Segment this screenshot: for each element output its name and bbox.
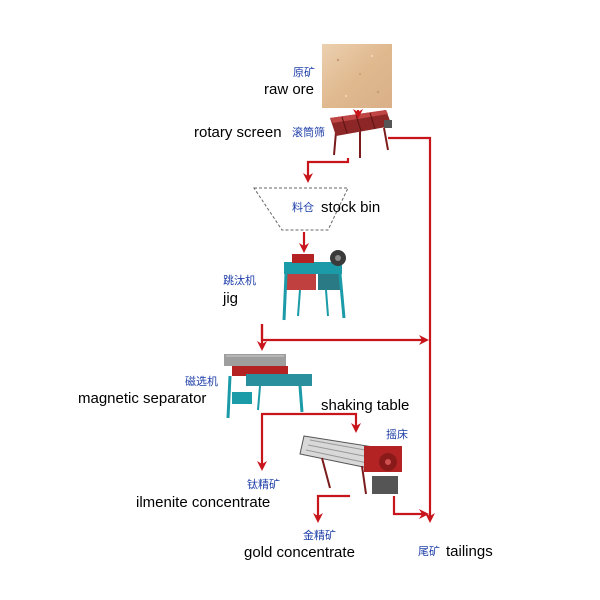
- arrow-jig-to-tailings: [260, 324, 429, 345]
- arrow-magnetic-to-ilmenite: [257, 412, 306, 471]
- raw-ore-image: [322, 44, 392, 108]
- ilmenite-concentrate-label-en: ilmenite concentrate: [136, 494, 271, 511]
- raw-ore-label-en: raw ore: [264, 81, 315, 98]
- gold-concentrate-label-en: gold concentrate: [244, 544, 355, 561]
- flow-arrows: [257, 109, 435, 523]
- jig-machine: [282, 250, 346, 321]
- shaking-table-label-en: shaking table: [321, 397, 410, 414]
- stock-bin-label-cn: 料仓: [292, 201, 314, 214]
- jig-label-en: jig: [223, 290, 239, 307]
- arrow-screen-to-tailings: [388, 136, 435, 523]
- tailings-label-en: tailings: [446, 543, 493, 560]
- stock-bin-label-en: stock bin: [321, 199, 381, 216]
- stock-bin-hopper: [253, 187, 349, 231]
- magnetic-separator-label-cn: 磁选机: [185, 375, 218, 388]
- shaking-table-label-cn: 摇床: [386, 428, 408, 441]
- rotary-screen-machine: [330, 110, 392, 158]
- tailings-label-cn: 尾矿: [418, 545, 440, 558]
- ilmenite-concentrate-label-cn: 钛精矿: [247, 478, 280, 491]
- jig-label-cn: 跳汰机: [223, 274, 256, 287]
- gold-concentrate-label-cn: 金精矿: [303, 529, 336, 542]
- shaking-table-machine: [299, 435, 402, 495]
- magnetic-separator-label-en: magnetic separator: [78, 390, 207, 407]
- arrow-screen-to-bin: [303, 158, 350, 183]
- raw-ore-label-cn: 原矿: [293, 66, 315, 79]
- magnetic-separator-machine: [224, 354, 312, 419]
- rotary-screen-label-en: rotary screen: [194, 124, 282, 141]
- arrow-magnetic-to-shaking: [306, 412, 361, 433]
- arrow-table-to-tailings: [392, 496, 429, 519]
- arrow-table-to-gold: [313, 494, 350, 523]
- rotary-screen-label-cn: 滚筒筛: [292, 126, 325, 139]
